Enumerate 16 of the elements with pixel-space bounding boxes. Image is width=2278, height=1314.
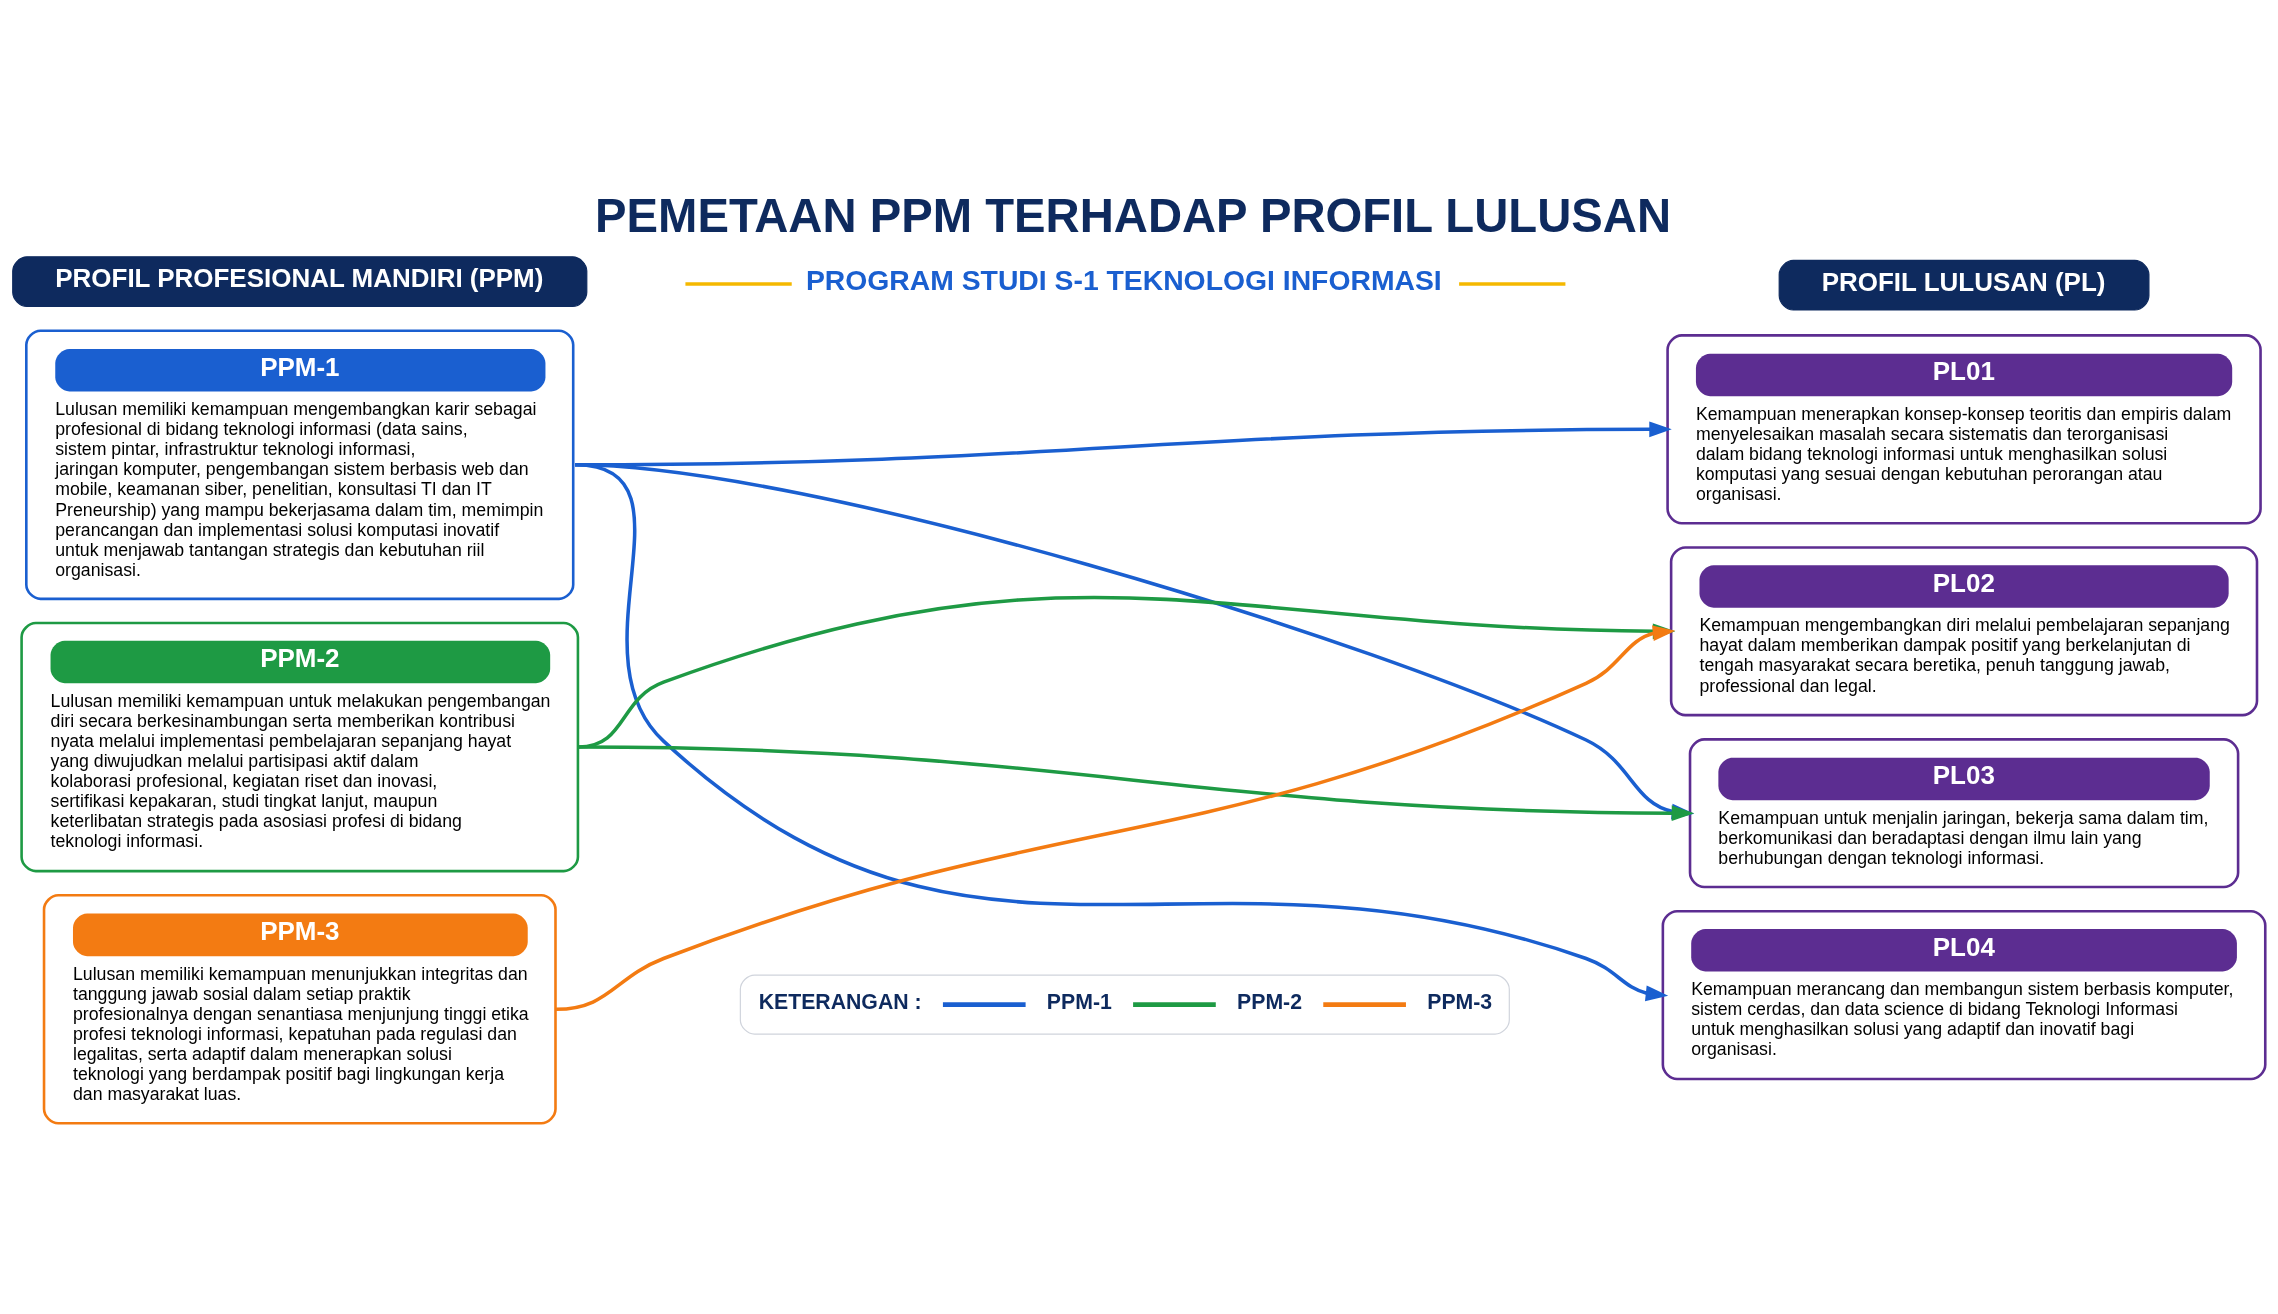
- node-box: PL01 Kemampuan menerapkan konsep-konsep teoritis dan empiris dalam menyelesaikan masalah secara sistematis dan terorganisasi dalam bidang teknologi informasi untuk menghasilkan solusi komputasi yang sesuai dengan kebutuhan perorangan atau organisasi.: [1666, 334, 2262, 525]
- arrow: [574, 463, 1669, 1002]
- node-box: PL03 Kemampuan untuk menjalin jaringan, bekerja sama dalam tim, berkomunikasi dan beradaptasi dengan ilmu lain yang berhubungan dengan teknologi informasi.: [1688, 738, 2240, 889]
- node-box: PPM-3 Lulusan memiliki kemampuan menunjukkan integritas dan tanggung jawab sosial dalam setiap praktik profesionalnya dengan senantiasa menjunjung tinggi etika profesi teknologi informasi, kepatuhan pada regulasi dan legalitas, serta adaptif dalam menerapkan solusi teknologi yang berdampak positif bagi lingkungan kerja dan masyarakat luas.: [42, 894, 557, 1125]
- node-box: PPM-2 Lulusan memiliki kemampuan untuk melakukan pengembangan diri secara berkesinambungan serta memberikan kontribusi nyata melalui implementasi pembelajaran sepanjang hayat yang diwujudkan melalui partisipasi aktif dalam kolaborasi profesional, kegiatan riset dan inovasi, sertifikasi kepakaran, studi tingkat lanjut, maupun keterlibatan strategis pada asosiasi profesi di bidang teknologi informasi.: [20, 621, 580, 873]
- label: KETERANGAN :: [758, 989, 922, 1014]
- node-box: PL04 Kemampuan merancang dan membangun sistem berbasis komputer, sistem cerdas, dan data science di bidang Teknologi Informasi untuk menghasilkan solusi yang adaptif dan inovatif bagi organisasi.: [1661, 909, 2267, 1081]
- node-box: PPM-1 Lulusan memiliki kemampuan mengembangkan karir sebagai profesional di bidang teknologi informasi (data sains, sistem pintar, infrastruktur teknologi informasi, jaringan komputer, pengembangan sistem berbasis web dan mobile, keamanan siber, penelitian, konsultasi TI dan IT Preneurship) yang mampu bekerjasama dalam tim, memimpin perancangan dan implementasi solusi komputasi inovatif untuk menjawab tantangan strategis dan kebutuhan riil organisasi.: [25, 329, 575, 601]
- legend-label: PPM-3: [1427, 989, 1493, 1014]
- legend-label: PPM-1: [1046, 989, 1112, 1014]
- node-box: PROFIL PROFESIONAL MANDIRI (PPM): [12, 256, 588, 308]
- node-box: PROFIL LULUSAN (PL): [1778, 259, 2150, 311]
- diagram-title: PEMETAAN PPM TERHADAP PROFIL LULUSAN: [595, 189, 1672, 243]
- label: PROGRAM STUDI S-1 TEKNOLOGI INFORMASI: [805, 264, 1442, 297]
- node-box: PL02 Kemampuan mengembangkan diri melalui pembelajaran sepanjang hayat dalam memberikan dampak positif yang berkelanjutan di tengah masyarakat secara beretika, penuh tanggung jawab, professional dan legal.: [1669, 546, 2259, 717]
- legend-label: PPM-2: [1237, 989, 1302, 1014]
